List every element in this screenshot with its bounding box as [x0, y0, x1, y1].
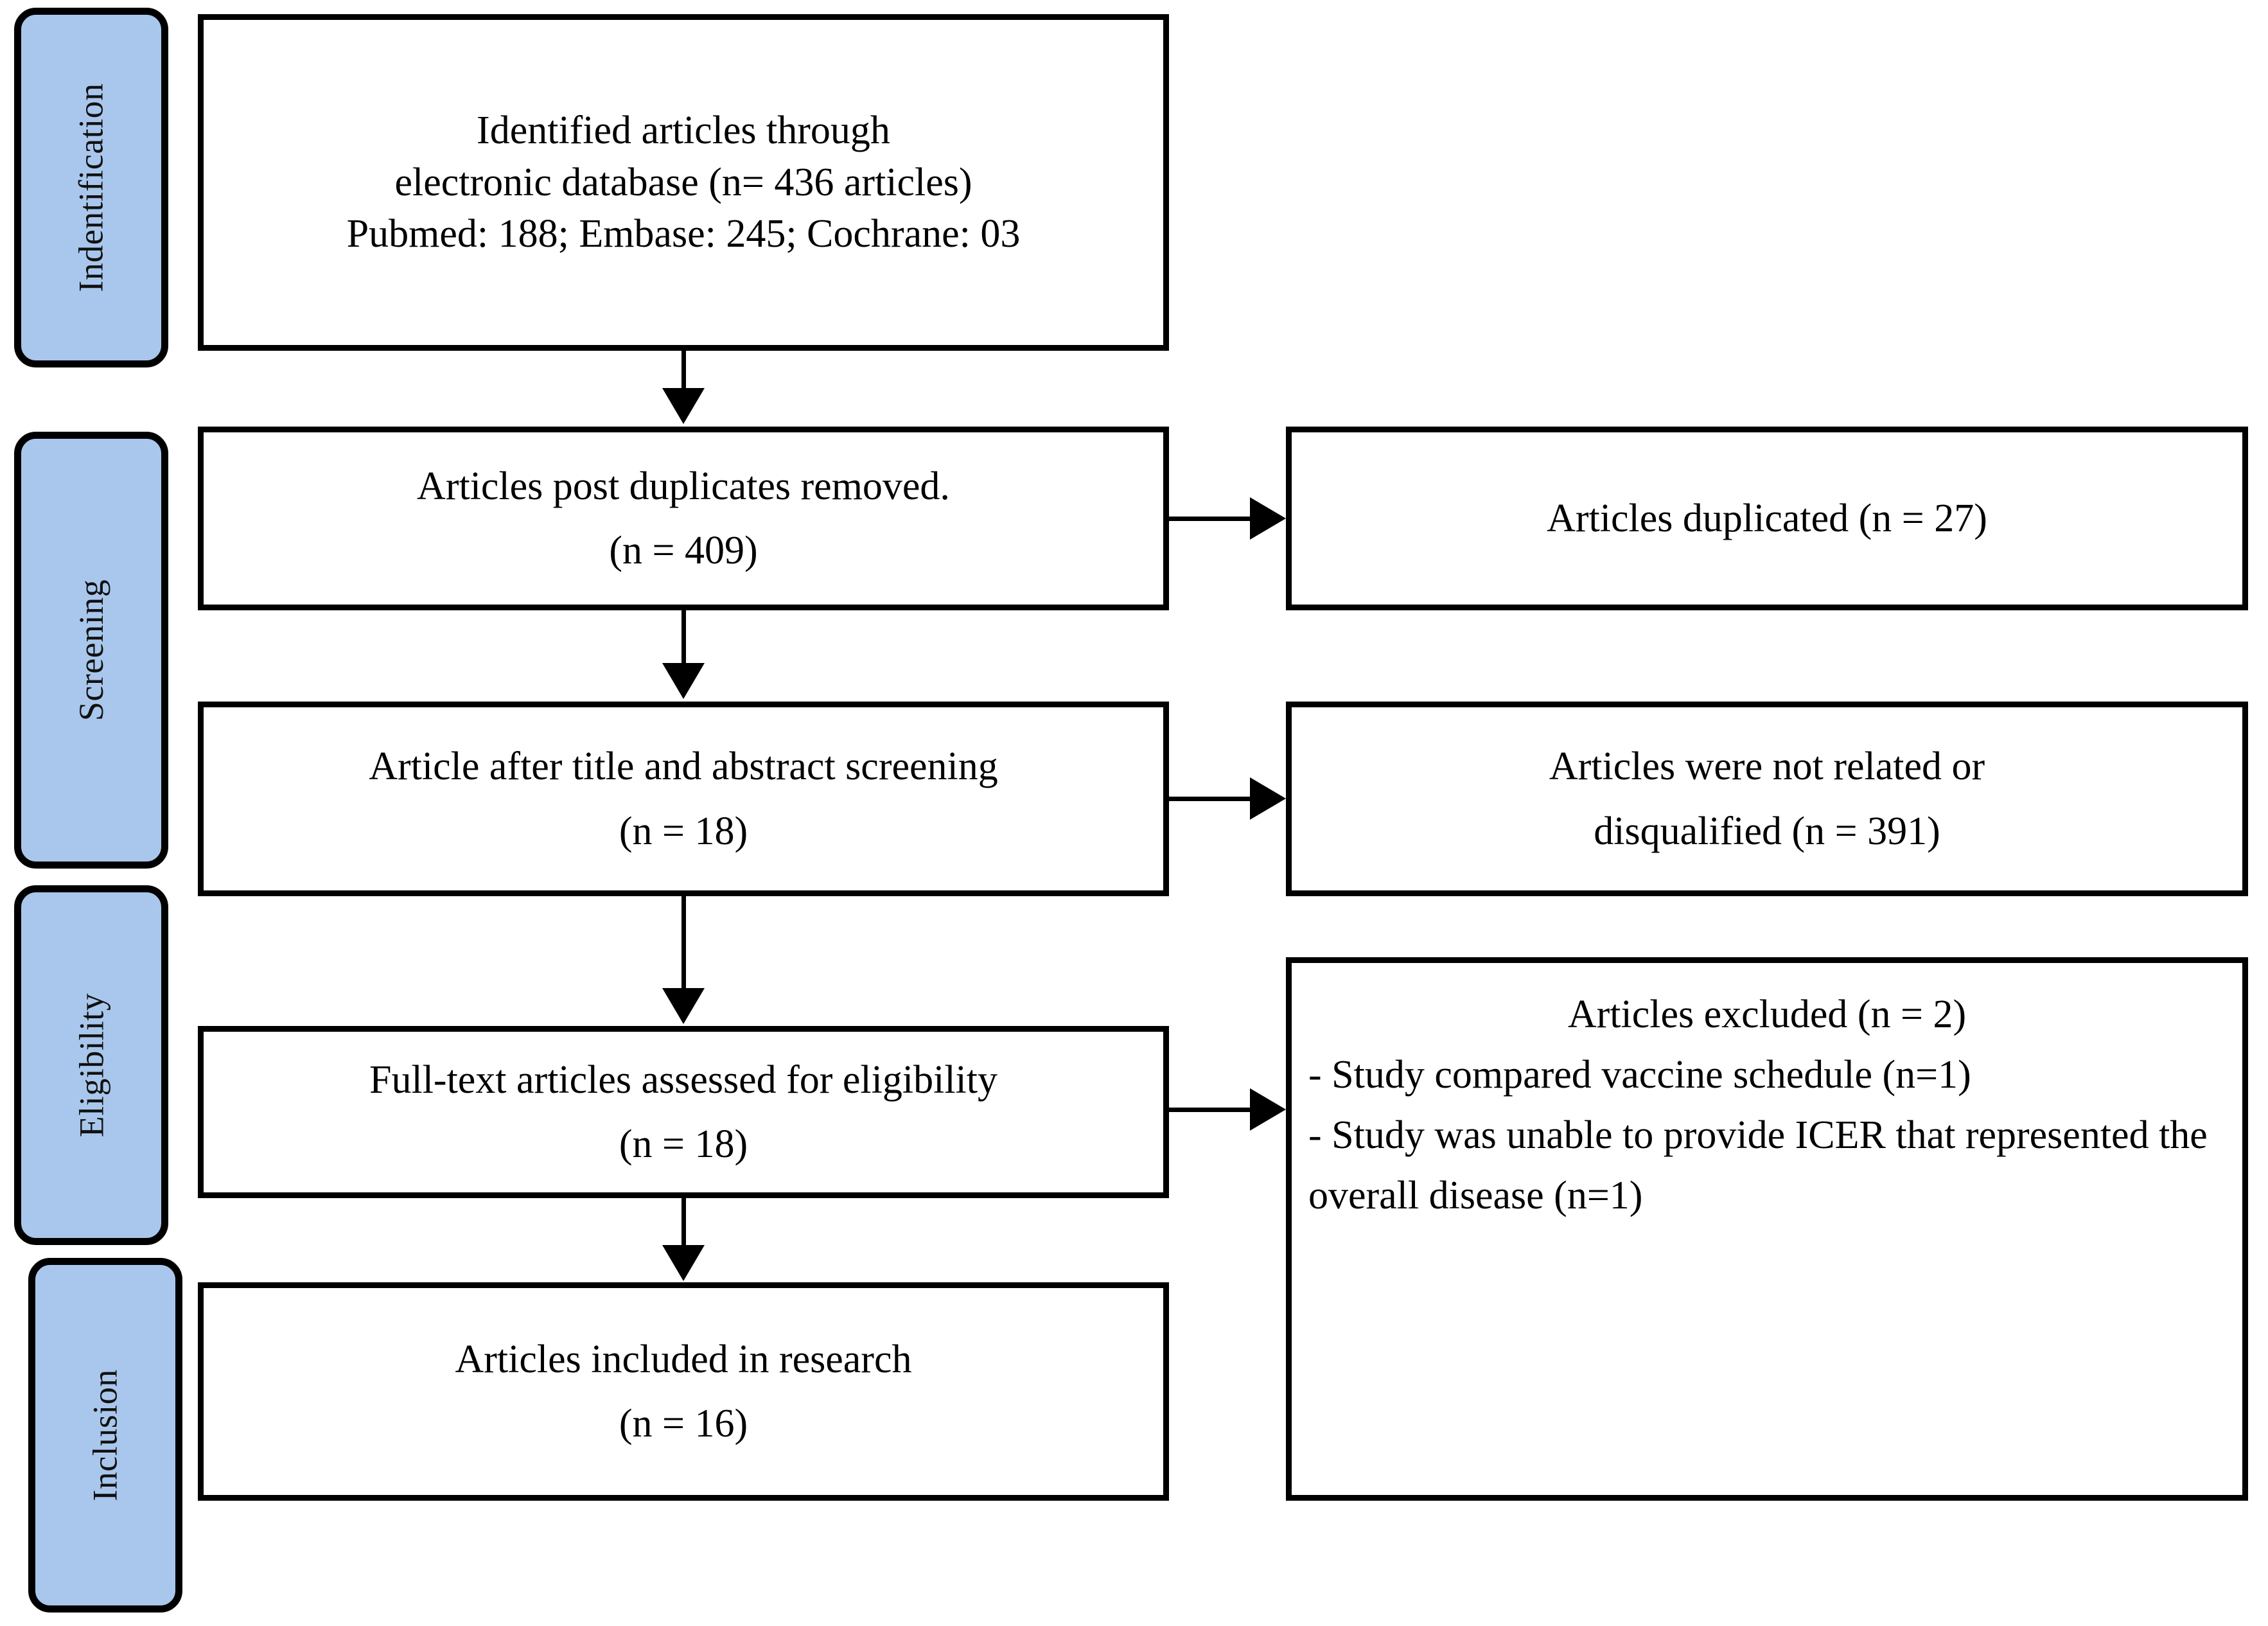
- node-articles-excluded-heading: Articles excluded (n = 2): [1567, 993, 1967, 1036]
- arrowhead-title-abstract-to-full-text: [662, 988, 705, 1024]
- node-full-text-line-2: (n = 18): [619, 1122, 748, 1166]
- stage-eligibility-label: Eligibility: [72, 993, 111, 1138]
- connector-full-text-to-included: [681, 1198, 686, 1248]
- connector-duplicates-removed-to-duplicated: [1169, 517, 1251, 521]
- node-identified-line-1: Identified articles through: [477, 109, 890, 153]
- arrowhead-identified-to-duplicates-removed: [662, 388, 705, 424]
- connector-title-abstract-to-full-text: [681, 896, 686, 991]
- arrowhead-duplicates-removed-to-duplicated: [1250, 497, 1286, 540]
- node-identified-line-3: Pubmed: 188; Embase: 245; Cochrane: 03: [346, 212, 1021, 256]
- node-after-title-abstract-line-1: Article after title and abstract screeni…: [369, 745, 998, 789]
- node-articles-not-related: Articles were not related or disqualifie…: [1286, 702, 2248, 896]
- node-identified-line-2: electronic database (n= 436 articles): [394, 160, 972, 204]
- stage-inclusion-label: Inclusion: [85, 1369, 125, 1501]
- node-articles-duplicated: Articles duplicated (n = 27): [1286, 427, 2248, 610]
- connector-title-abstract-to-not-related: [1169, 797, 1251, 801]
- connector-full-text-to-excluded: [1169, 1108, 1251, 1112]
- arrowhead-full-text-to-included: [662, 1245, 705, 1281]
- node-articles-excluded-reason-1: - Study compared vaccine schedule (n=1): [1308, 1053, 1971, 1097]
- node-articles-not-related-line-1: Articles were not related or: [1549, 745, 1985, 789]
- node-articles-excluded-reason-2: - Study was unable to provide ICER that …: [1308, 1113, 2208, 1218]
- node-articles-included-line-1: Articles included in research: [455, 1337, 912, 1381]
- stage-eligibility: Eligibility: [14, 885, 168, 1245]
- stage-identification-label: Indentification: [72, 83, 111, 292]
- stage-inclusion: Inclusion: [28, 1258, 182, 1613]
- connector-identified-to-duplicates-removed: [681, 351, 686, 391]
- node-articles-not-related-line-2: disqualified (n = 391): [1594, 809, 1940, 853]
- node-articles-included: Articles included in research (n = 16): [198, 1282, 1169, 1501]
- node-full-text-assessed: Full-text articles assessed for eligibil…: [198, 1026, 1169, 1198]
- node-after-title-abstract-screening: Article after title and abstract screeni…: [198, 702, 1169, 896]
- stage-identification: Indentification: [14, 8, 168, 367]
- connector-duplicates-removed-to-title-abstract: [681, 610, 686, 666]
- node-full-text-line-1: Full-text articles assessed for eligibil…: [369, 1057, 998, 1102]
- node-identified-articles: Identified articles through electronic d…: [198, 14, 1169, 351]
- node-after-title-abstract-line-2: (n = 18): [619, 809, 748, 853]
- node-post-duplicates-line-2: (n = 409): [609, 529, 758, 572]
- arrowhead-duplicates-removed-to-title-abstract: [662, 663, 705, 699]
- node-articles-duplicated-line-1: Articles duplicated (n = 27): [1547, 496, 1987, 540]
- stage-screening: Screening: [14, 432, 168, 869]
- node-articles-included-line-2: (n = 16): [619, 1402, 748, 1445]
- arrowhead-full-text-to-excluded: [1250, 1088, 1286, 1131]
- stage-screening-label: Screening: [72, 579, 111, 721]
- arrowhead-title-abstract-to-not-related: [1250, 777, 1286, 820]
- node-post-duplicates-line-1: Articles post duplicates removed.: [417, 464, 950, 508]
- node-post-duplicates-removed: Articles post duplicates removed. (n = 4…: [198, 427, 1169, 610]
- node-articles-excluded: Articles excluded (n = 2) - Study compar…: [1286, 957, 2248, 1501]
